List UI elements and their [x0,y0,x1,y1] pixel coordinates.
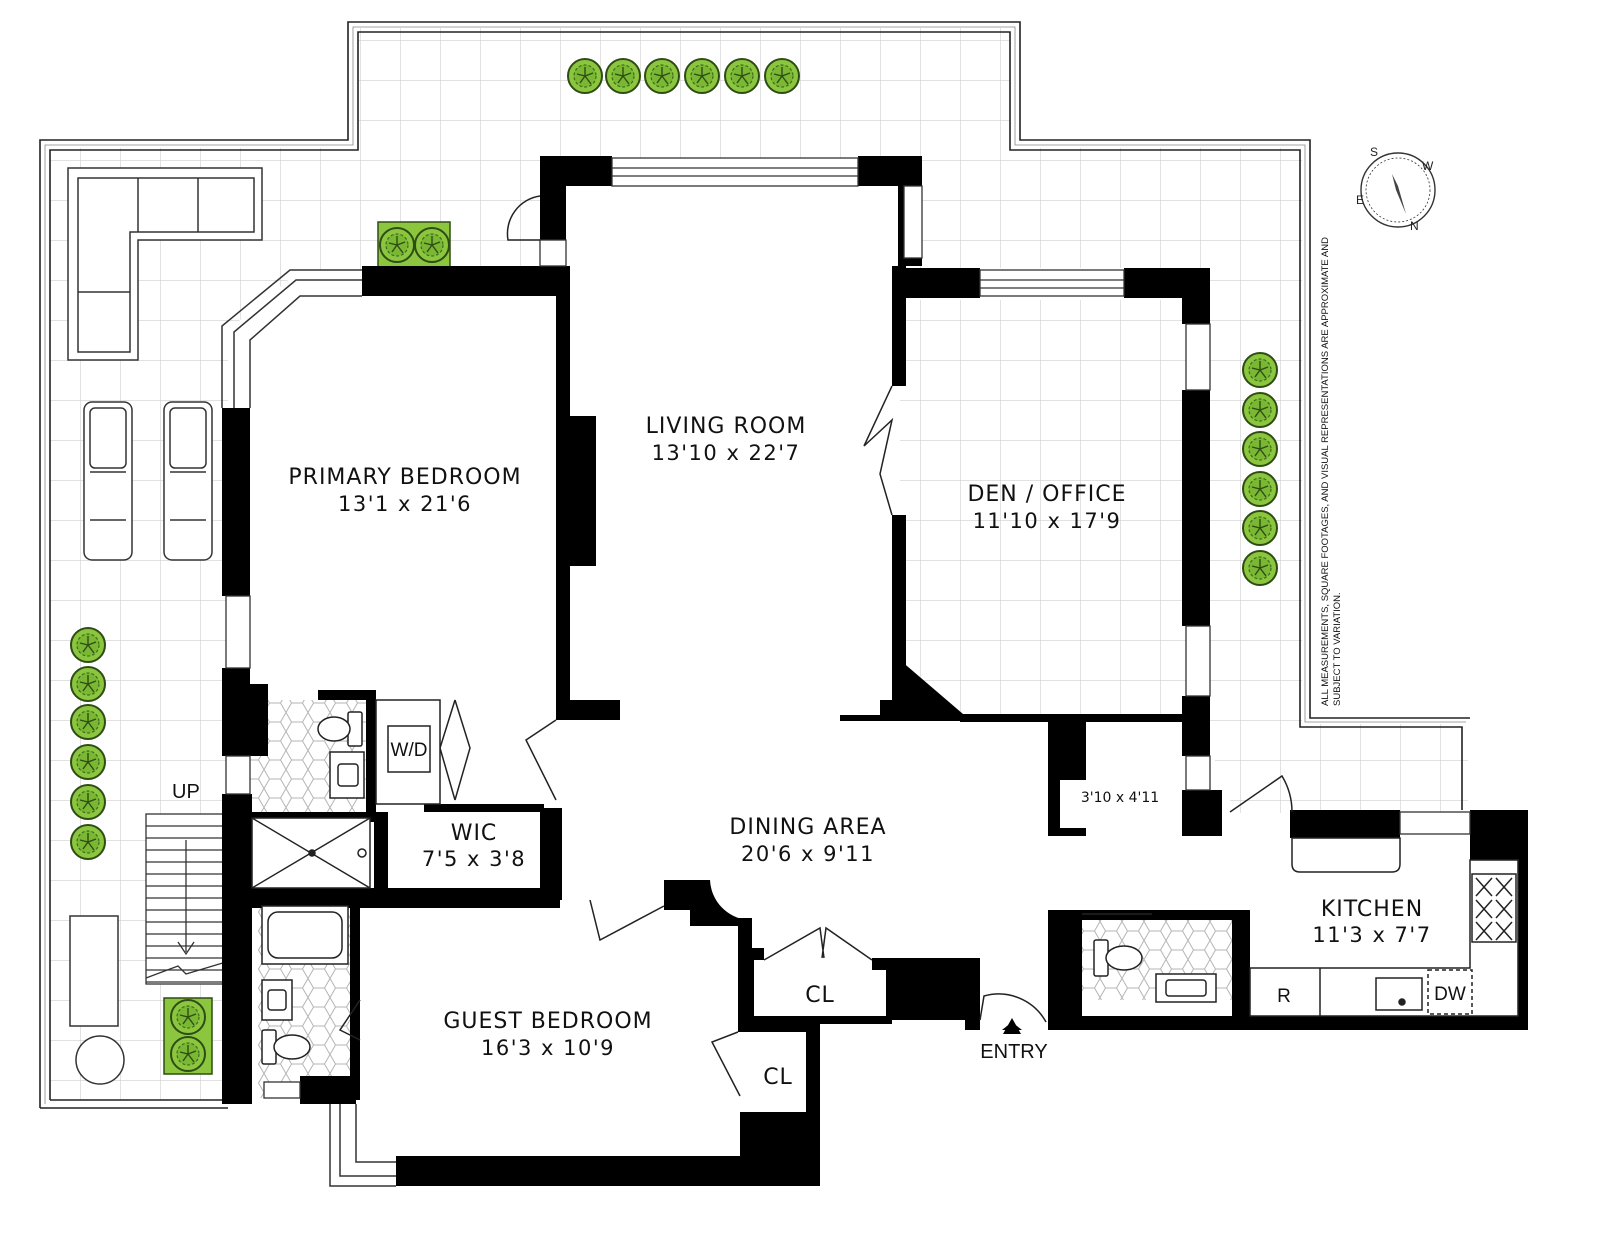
compass-w: W [1422,159,1434,173]
toilet-guest [261,1029,311,1065]
door-entry [979,993,1047,1023]
fixtures [251,699,1519,1065]
compass-needle-icon [1392,174,1406,214]
terrace-parapet-outer [39,21,1470,1108]
washer-dryer [375,699,441,805]
stairs-up-label: UP [172,781,200,803]
washer-dryer-label: W/D [391,740,428,761]
closet-2-label: CL [763,1065,793,1090]
lounge-chair-2 [163,401,213,561]
primary-bedroom-dims: 13'1 x 21'6 [338,492,472,516]
door-den-bifold [863,385,894,516]
door-guest-bath [338,999,361,1041]
terrace-round-table [75,1035,125,1085]
lounge-chair-1 [83,401,133,561]
den-office-dims: 11'10 x 17'9 [973,509,1122,533]
disclaimer-line-1: ALL MEASUREMENTS, SQUARE FOOTAGES, AND V… [1320,237,1331,706]
terrace-bench [69,915,119,1027]
door-closet-1 [763,926,873,961]
entry-label: ENTRY [980,1041,1047,1063]
planters [70,58,1278,1075]
kitchen-sink [1375,977,1423,1011]
dishwasher-label: DW [1434,984,1466,1005]
planter-box-south [163,997,213,1075]
dishwasher-outline [1427,969,1473,1015]
door-guest-bedroom [589,899,665,942]
disclaimer-line-2: SUBJECT TO VARIATION. [1332,592,1343,706]
closet-1-label: CL [805,983,835,1008]
guest-bedroom-name: GUEST BEDROOM [443,1009,652,1034]
door-terrace-living [506,195,541,241]
windows [225,157,1471,1099]
compass-e: E [1356,193,1364,207]
toilet-powder [1093,939,1143,977]
stove [1471,873,1517,943]
terrace-parapet-inner [49,31,1463,1100]
door-living-bedroom [525,719,557,801]
den-office-name: DEN / OFFICE [967,482,1126,507]
toilet-primary [317,711,363,747]
refrigerator-label: R [1277,986,1291,1007]
compass: S W N E [1356,145,1436,233]
bay-window-guest [329,1104,396,1187]
compass-n: N [1410,219,1419,233]
planter-box-north [377,221,451,269]
door-wd-closet [439,699,471,801]
kitchen-island [1291,837,1401,873]
stairs [145,813,227,985]
sectional-sofa [67,167,263,361]
door-kitchen-terrace [1229,774,1293,813]
wic-dims: 7'5 x 3'8 [422,847,526,871]
walls [222,156,1528,1186]
primary-bedroom-name: PRIMARY BEDROOM [288,465,521,490]
doors [338,195,1293,1097]
door-closet-2 [710,1031,741,1097]
guest-bedroom-dims: 16'3 x 10'9 [481,1036,615,1060]
living-room-name: LIVING ROOM [646,414,807,439]
compass-s: S [1370,145,1378,159]
kitchen-name: KITCHEN [1321,897,1423,922]
dining-area-name: DINING AREA [729,815,886,840]
bathtub-guest [261,905,349,965]
living-room-dims: 13'10 x 22'7 [652,441,801,465]
room-labels: LIVING ROOM 13'10 x 22'7 PRIMARY BEDROOM… [288,414,1466,1090]
sink-guest [261,979,293,1021]
sink-primary [329,751,365,799]
wic-name: WIC [451,821,498,846]
bay-window-primary [221,269,362,408]
kitchen-dims: 11'3 x 7'7 [1312,923,1431,947]
sink-powder [1155,973,1217,1003]
shower-primary [251,817,371,889]
small-closet-dims: 3'10 x 4'11 [1081,790,1159,806]
dining-area-dims: 20'6 x 9'11 [741,842,875,866]
disclaimer: ALL MEASUREMENTS, SQUARE FOOTAGES, AND V… [1320,237,1343,706]
